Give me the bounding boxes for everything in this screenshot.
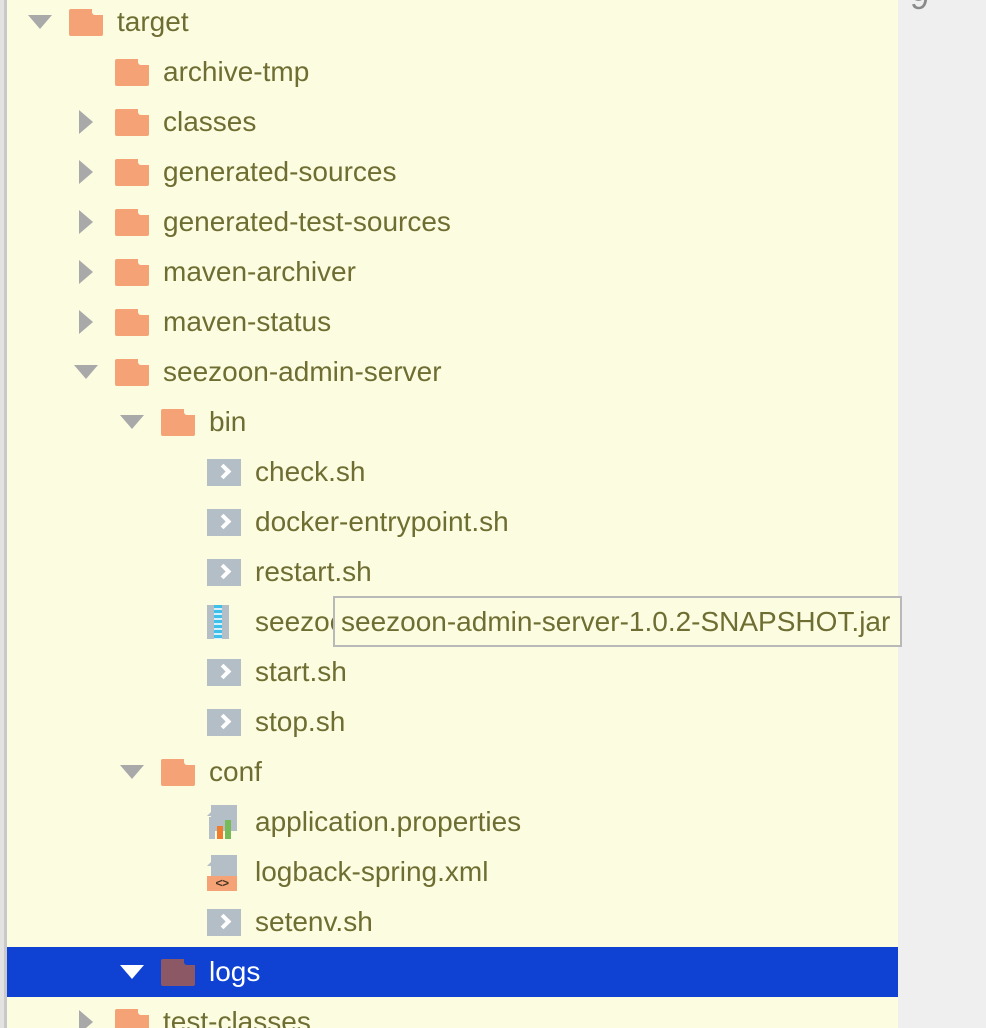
row-icon — [207, 897, 245, 947]
tree-row[interactable]: seezoon-admin-server — [7, 347, 898, 397]
chevron-down-icon[interactable] — [119, 947, 145, 997]
tree-row-label: logback-spring.xml — [255, 856, 489, 887]
tree-row[interactable]: application.properties — [7, 797, 898, 847]
folder-icon — [115, 358, 149, 386]
folder-icon — [115, 158, 149, 186]
chevron-down-icon[interactable] — [27, 0, 53, 47]
tree-row[interactable]: bin — [7, 397, 898, 447]
row-icon — [115, 97, 153, 147]
right-panel-partial-number: 9 — [910, 0, 929, 15]
tree-row-label: test-classes — [163, 1006, 311, 1028]
shell-script-icon — [207, 558, 241, 586]
tree-row[interactable]: conf — [7, 747, 898, 797]
folder-icon — [115, 58, 149, 86]
row-icon — [161, 747, 199, 797]
tree-row-label: check.sh — [255, 456, 366, 487]
tree-row[interactable]: test-classes — [7, 997, 898, 1028]
tree-row-label: stop.sh — [255, 706, 346, 737]
tree-row-label: setenv.sh — [255, 906, 373, 937]
left-gutter — [0, 0, 4, 1028]
tree-row[interactable]: restart.sh — [7, 547, 898, 597]
row-icon — [115, 347, 153, 397]
folder-icon — [115, 208, 149, 236]
folder-icon — [115, 1008, 149, 1028]
tree-row[interactable]: check.sh — [7, 447, 898, 497]
jar-filename-overflow-popup: seezoon-admin-server-1.0.2-SNAPSHOT.jar — [333, 596, 903, 647]
folder-icon — [69, 8, 103, 36]
row-icon — [161, 397, 199, 447]
row-icon — [115, 47, 153, 97]
tree-row-label: docker-entrypoint.sh — [255, 506, 509, 537]
chevron-right-icon[interactable] — [73, 197, 99, 247]
folder-icon — [161, 758, 195, 786]
chevron-down-icon[interactable] — [119, 747, 145, 797]
tree-row-label: restart.sh — [255, 556, 372, 587]
tree-row[interactable]: classes — [7, 97, 898, 147]
tree-row[interactable]: start.sh — [7, 647, 898, 697]
tree-row-label: target — [117, 6, 189, 37]
folder-icon — [115, 308, 149, 336]
row-icon — [207, 447, 245, 497]
properties-file-icon — [207, 805, 237, 839]
right-side-panel: 9 — [898, 0, 986, 1028]
tree-row-label: maven-archiver — [163, 256, 356, 287]
tree-row[interactable]: archive-tmp — [7, 47, 898, 97]
project-file-tree[interactable]: target archive-tmp classes generated-source… — [7, 0, 898, 1028]
folder-icon — [161, 958, 195, 986]
tree-row-label: maven-status — [163, 306, 332, 337]
row-icon — [69, 0, 107, 47]
row-icon — [115, 147, 153, 197]
tree-row-label: start.sh — [255, 656, 347, 687]
folder-icon — [115, 258, 149, 286]
xml-file-icon: <> — [207, 855, 237, 891]
tree-row-label: conf — [209, 756, 262, 787]
tree-row[interactable]: maven-status — [7, 297, 898, 347]
folder-icon — [115, 108, 149, 136]
row-icon — [115, 297, 153, 347]
chevron-right-icon[interactable] — [73, 997, 99, 1028]
shell-script-icon — [207, 658, 241, 686]
tree-row[interactable]: setenv.sh — [7, 897, 898, 947]
left-gutter-divider — [4, 0, 7, 1028]
tree-row-label: generated-sources — [163, 156, 397, 187]
chevron-right-icon[interactable] — [73, 97, 99, 147]
tree-row[interactable]: maven-archiver — [7, 247, 898, 297]
tree-row[interactable]: docker-entrypoint.sh — [7, 497, 898, 547]
row-icon — [115, 997, 153, 1028]
tree-row-label: seezoon-admin-server — [163, 356, 442, 387]
row-icon — [115, 247, 153, 297]
tree-row-label: generated-test-sources — [163, 206, 451, 237]
row-icon — [207, 797, 245, 847]
tree-row[interactable]: <> logback-spring.xml — [7, 847, 898, 897]
chevron-right-icon[interactable] — [73, 147, 99, 197]
row-icon — [207, 547, 245, 597]
shell-script-icon — [207, 458, 241, 486]
folder-icon — [161, 408, 195, 436]
row-icon — [207, 697, 245, 747]
row-icon — [207, 597, 245, 647]
tree-row[interactable]: stop.sh — [7, 697, 898, 747]
shell-script-icon — [207, 908, 241, 936]
tree-row[interactable]: generated-test-sources — [7, 197, 898, 247]
jar-archive-icon — [207, 605, 229, 639]
shell-script-icon — [207, 708, 241, 736]
row-icon — [161, 947, 199, 997]
chevron-right-icon[interactable] — [73, 247, 99, 297]
row-icon: <> — [207, 847, 245, 897]
chevron-down-icon[interactable] — [73, 347, 99, 397]
tree-row[interactable]: generated-sources — [7, 147, 898, 197]
row-icon — [207, 647, 245, 697]
tree-row-label: archive-tmp — [163, 56, 310, 87]
chevron-right-icon[interactable] — [73, 297, 99, 347]
tree-row[interactable]: logs — [7, 947, 898, 997]
row-icon — [115, 197, 153, 247]
tree-row-label: application.properties — [255, 806, 522, 837]
tree-row-label: bin — [209, 406, 247, 437]
row-icon — [207, 497, 245, 547]
tree-row-label: logs — [209, 956, 261, 987]
tree-row[interactable]: target — [7, 0, 898, 47]
chevron-down-icon[interactable] — [119, 397, 145, 447]
tree-row-label: classes — [163, 106, 257, 137]
shell-script-icon — [207, 508, 241, 536]
